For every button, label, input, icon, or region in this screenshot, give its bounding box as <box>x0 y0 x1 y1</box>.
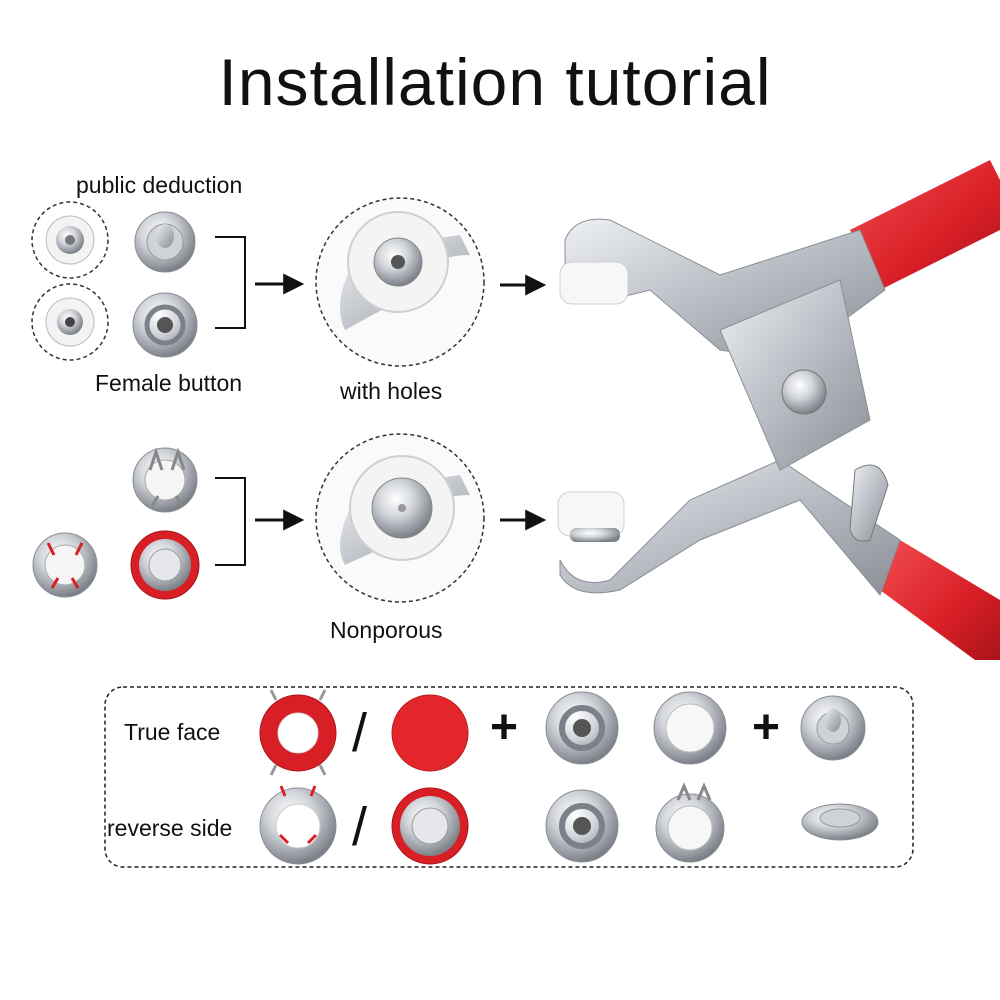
slash-row1: / <box>352 703 368 763</box>
zoom-circle-with-holes <box>315 197 485 367</box>
prong-ring-red <box>130 530 200 600</box>
page-title: Installation tutorial <box>218 45 772 119</box>
plus-sign-1: + <box>490 701 519 754</box>
stud-dashed-circle-top <box>31 201 109 279</box>
prong-ring-top <box>132 447 198 513</box>
stud-base-row2 <box>801 803 879 841</box>
slash-row2: / <box>352 797 368 857</box>
prong-ring-row1 <box>653 691 727 765</box>
bracket-bottom <box>215 477 246 566</box>
socket-dashed-circle-bottom <box>31 283 109 361</box>
bracket-top <box>215 236 246 329</box>
label-with-holes: with holes <box>340 378 443 404</box>
socket-ring-row2 <box>545 789 619 863</box>
socket-ring-row1 <box>545 691 619 765</box>
parts-legend-panel <box>104 686 914 868</box>
snap-pliers <box>557 160 1000 660</box>
prong-ring-left <box>32 532 98 598</box>
label-female-button: Female button <box>95 370 243 396</box>
reverse-prong-ring-white <box>259 785 337 865</box>
label-nonporous: Nonporous <box>330 617 443 643</box>
prong-ring-row2 <box>655 782 725 863</box>
label-public-deduction: public deduction <box>76 172 243 198</box>
plus-sign-2: + <box>752 701 781 754</box>
label-reverse-side: reverse side <box>107 815 233 841</box>
female-button-part <box>132 292 198 358</box>
true-face-prong-ring <box>259 689 337 776</box>
zoom-circle-nonporous <box>315 433 485 603</box>
label-true-face: True face <box>124 719 221 745</box>
stud-button-part <box>134 211 196 273</box>
stud-row1 <box>800 695 866 761</box>
reverse-prong-ring-red <box>391 787 469 865</box>
true-face-solid-cap <box>391 694 469 772</box>
